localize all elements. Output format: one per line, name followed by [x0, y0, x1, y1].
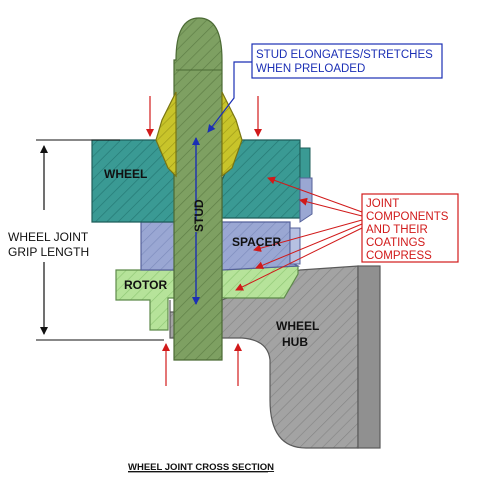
hub-label-line1: WHEEL [276, 319, 319, 333]
wheel-hub-shape [169, 265, 381, 449]
joint-callout-line5: COMPRESS [366, 250, 432, 262]
hub-label-line2: HUB [282, 335, 308, 349]
stud-shape [173, 17, 223, 361]
stud-callout: STUD ELONGATES/STRETCHES WHEN PRELOADED [207, 43, 443, 133]
grip-label-line2: GRIP LENGTH [8, 245, 89, 259]
wheel-shape [91, 139, 313, 223]
grip-label-line1: WHEEL JOINT [8, 230, 89, 244]
diagram-caption: WHEEL JOINT CROSS SECTION [128, 462, 274, 473]
rotor-label: ROTOR [124, 278, 167, 292]
stud-callout-line2: WHEN PRELOADED [256, 63, 365, 75]
joint-callout-line1: JOINT [366, 198, 399, 210]
stud-callout-line1: STUD ELONGATES/STRETCHES [256, 49, 433, 61]
compression-arrows [146, 96, 262, 386]
joint-callout-line3: AND THEIR [366, 224, 428, 236]
joint-callout: JOINT COMPONENTS AND THEIR COATINGS COMP… [235, 176, 459, 291]
stud-label: STUD [192, 199, 206, 232]
wheel-label: WHEEL [104, 167, 147, 181]
grip-length-dimension: WHEEL JOINT GRIP LENGTH [8, 139, 164, 341]
spacer-label: SPACER [232, 235, 281, 249]
joint-callout-line2: COMPONENTS [366, 211, 449, 223]
joint-callout-line4: COATINGS [366, 237, 426, 249]
lug-nut-shape [155, 91, 243, 178]
